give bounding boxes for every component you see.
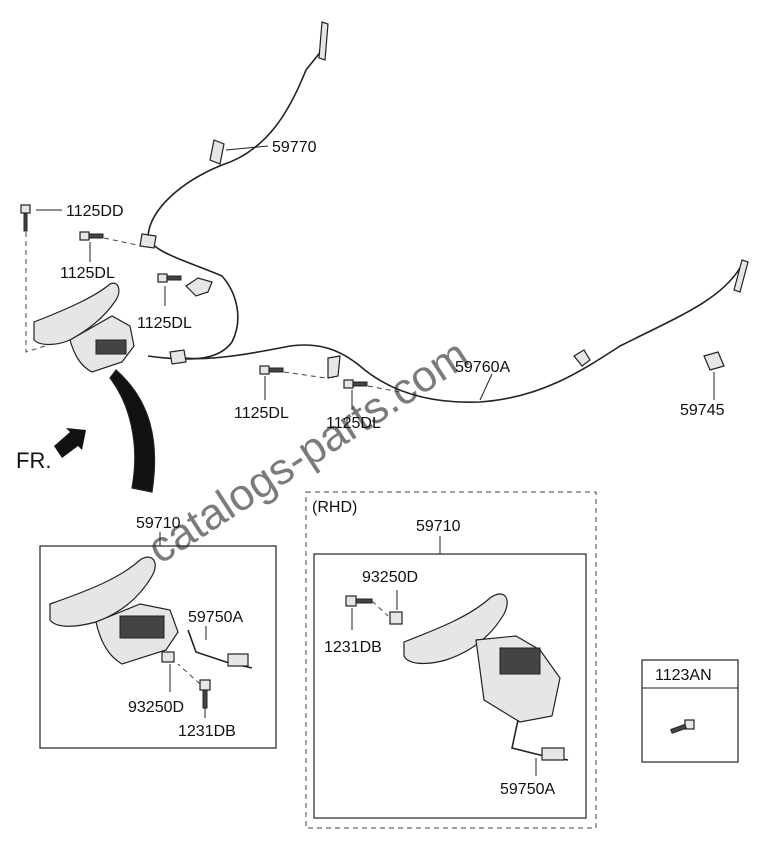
clamp-lhd: [161, 651, 175, 663]
bolt-1125dd: [20, 204, 31, 232]
label-59750a-rhd: 59750A: [500, 781, 555, 798]
rhd-label: (RHD): [312, 499, 357, 516]
label-1125dl-b: 1125DL: [137, 315, 192, 332]
label-1125dl-d: 1125DL: [326, 415, 381, 432]
detail-arrow: [109, 369, 156, 493]
parking-lever-lhd: [49, 556, 179, 665]
lever-assy-box-lhd: [39, 545, 277, 749]
label-59770: 59770: [272, 139, 317, 156]
bolt-1123an: [670, 719, 695, 734]
lever-assy-box-rhd: [313, 553, 587, 819]
label-93250d-rhd: 93250D: [362, 569, 418, 586]
label-1125dl-c: 1125DL: [234, 405, 289, 422]
label-59750a-lhd: 59750A: [188, 609, 243, 626]
leader-59770: [225, 145, 269, 151]
parking-lever-rhd: [403, 593, 561, 723]
watermark: catalogs-parts.com: [139, 330, 477, 574]
front-direction-label: FR.: [16, 448, 51, 473]
bolt-1123an-box: [641, 659, 739, 763]
rhd-group-frame: [305, 491, 597, 829]
cable-clip: [703, 351, 725, 371]
label-1123an: 1123AN: [655, 667, 712, 684]
parking-lever-main: [33, 282, 135, 373]
label-1125dl-a: 1125DL: [60, 265, 115, 282]
bolt-1125dl-a: [79, 231, 104, 241]
rear-cable-lower: [147, 259, 749, 404]
label-1231db-rhd: 1231DB: [324, 639, 382, 656]
label-1125dd: 1125DD: [66, 203, 124, 220]
label-1231db-lhd: 1231DB: [178, 723, 236, 740]
bolt-1125dl-d: [343, 379, 368, 389]
bolt-1125dl-b: [157, 273, 182, 283]
screw-lhd: [199, 679, 211, 709]
bolt-1125dl-c: [259, 365, 284, 375]
label-93250d-lhd: 93250D: [128, 699, 184, 716]
rear-cable-upper: [139, 21, 329, 360]
screw-rhd: [345, 595, 373, 607]
clamp-rhd: [389, 611, 403, 625]
label-59710-rhd: 59710: [416, 518, 461, 535]
leader-59760a: [479, 373, 493, 401]
label-59760a: 59760A: [455, 359, 510, 376]
front-arrow-icon: [54, 428, 86, 458]
label-59710-lhd: 59710: [136, 515, 181, 532]
label-59745: 59745: [680, 402, 725, 419]
